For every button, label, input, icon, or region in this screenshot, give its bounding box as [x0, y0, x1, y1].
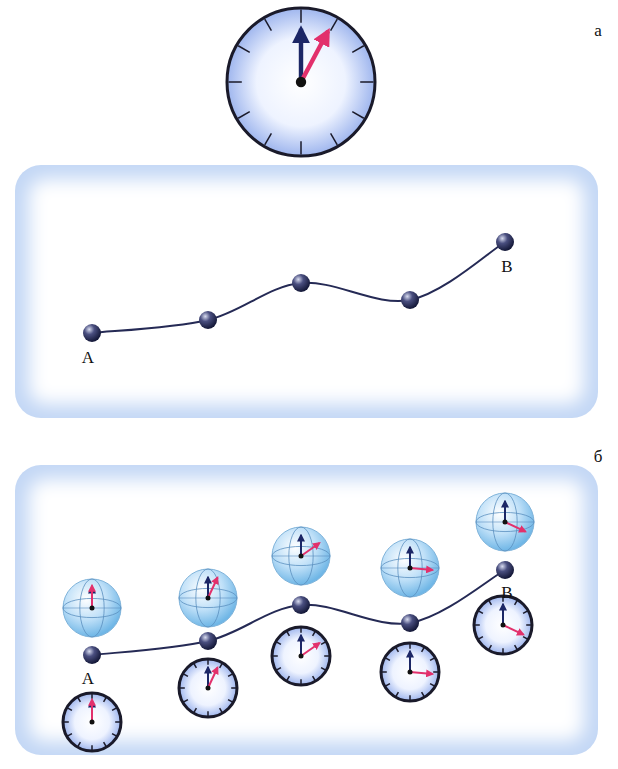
- point-label: б: [594, 448, 603, 465]
- point-label: B: [501, 258, 512, 275]
- particle: [401, 614, 419, 632]
- particle: [496, 561, 514, 579]
- particle: [199, 632, 217, 650]
- particle: [199, 311, 217, 329]
- clock: [227, 8, 375, 156]
- particle: [292, 596, 310, 614]
- particle: [83, 324, 101, 342]
- particle: [83, 646, 101, 664]
- particle: [496, 233, 514, 251]
- clock: [63, 693, 121, 751]
- spin-sphere: [179, 569, 237, 627]
- clock: [381, 643, 439, 701]
- clock: [272, 627, 330, 685]
- spin-sphere: [381, 539, 439, 597]
- panel: [15, 165, 598, 418]
- panel: [15, 465, 598, 755]
- clock: [179, 659, 237, 717]
- point-label: A: [82, 670, 94, 687]
- particle: [401, 291, 419, 309]
- trajectory: [92, 242, 505, 333]
- point-label: B: [501, 584, 512, 601]
- spin-sphere: [272, 527, 330, 585]
- point-label: а: [594, 22, 602, 39]
- spin-sphere: [63, 579, 121, 637]
- spin-sphere: [476, 493, 534, 551]
- point-label: A: [82, 349, 94, 366]
- particle: [292, 274, 310, 292]
- clock: [474, 596, 532, 654]
